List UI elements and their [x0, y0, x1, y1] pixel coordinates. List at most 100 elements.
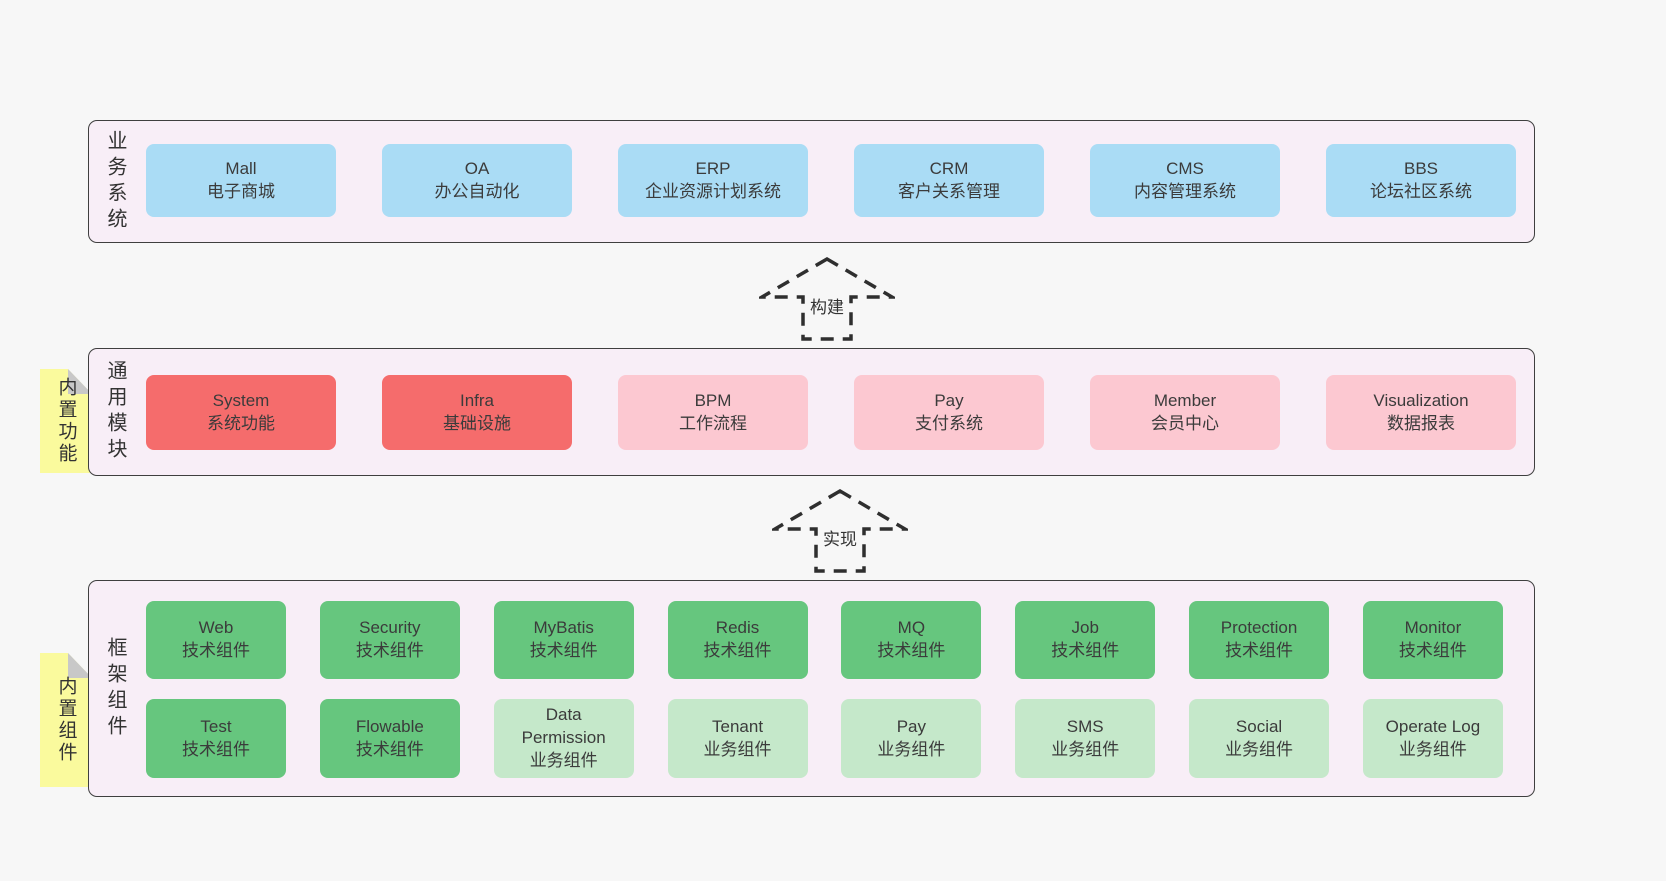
- box-title: Test: [200, 716, 232, 736]
- box-subtitle: 业务组件: [529, 750, 598, 770]
- box-title: Pay: [896, 716, 927, 736]
- box-pay-component: Pay 业务组件: [841, 699, 982, 778]
- box-redis: Redis 技术组件: [667, 601, 808, 679]
- box-title: CRM: [929, 158, 969, 178]
- box-subtitle: 企业资源计划系统: [645, 181, 781, 201]
- box-subtitle: 技术组件: [182, 641, 250, 660]
- box-title: Member: [1153, 390, 1217, 410]
- arrow-label-implement: 实现: [819, 524, 861, 551]
- box-subtitle: 业务组件: [1398, 739, 1467, 759]
- box-pay-system: Pay 支付系统: [854, 375, 1044, 450]
- box-title: Protection: [1220, 618, 1298, 638]
- box-title: Monitor: [1404, 618, 1462, 638]
- box-subtitle: 办公自动化: [434, 181, 520, 201]
- framework-row-2: Test 技术组件 Flowable 技术组件 Data Permission …: [146, 699, 1503, 778]
- box-erp: ERP 企业资源计划系统: [618, 144, 808, 217]
- arrow-label-build: 构建: [806, 292, 848, 319]
- box-subtitle: 基础设施: [443, 413, 511, 433]
- box-subtitle: 会员中心: [1151, 413, 1219, 433]
- box-subtitle: 技术组件: [1225, 641, 1294, 660]
- framework-row-1: Web 技术组件 Security 技术组件 MyBatis 技术组件 Redi…: [146, 601, 1503, 679]
- box-subtitle: 数据报表: [1387, 413, 1455, 433]
- box-subtitle: 业务组件: [703, 739, 772, 759]
- box-title: Infra: [459, 390, 495, 410]
- box-data-permission: Data Permission 业务组件: [493, 699, 634, 778]
- panel-framework-components: 框架组件 Web 技术组件 Security 技术组件 MyBatis 技术组件…: [88, 580, 1535, 797]
- box-title: ERP: [695, 158, 731, 178]
- box-web: Web 技术组件: [146, 601, 286, 679]
- panel-business-systems: 业务系统 Mall 电子商城 OA 办公自动化 ERP 企业资源计划系统 CRM…: [88, 120, 1535, 243]
- box-title: Security: [359, 618, 421, 638]
- box-subtitle: 技术组件: [877, 641, 946, 660]
- box-subtitle: 系统功能: [207, 413, 275, 433]
- box-title: OA: [464, 158, 490, 178]
- box-test: Test 技术组件: [146, 699, 286, 778]
- box-mall: Mall 电子商城: [146, 144, 336, 217]
- box-member: Member 会员中心: [1090, 375, 1280, 450]
- box-job: Job 技术组件: [1015, 601, 1156, 679]
- build-arrow: 构建: [759, 256, 895, 342]
- box-title: Tenant: [712, 716, 764, 736]
- box-operate-log: Operate Log 业务组件: [1362, 699, 1503, 778]
- box-protection: Protection 技术组件: [1189, 601, 1330, 679]
- box-bbs: BBS 论坛社区系统: [1326, 144, 1516, 217]
- dashed-up-arrow-icon: [772, 488, 908, 573]
- box-oa: OA 办公自动化: [382, 144, 572, 217]
- box-flowable: Flowable 技术组件: [319, 699, 460, 778]
- panel-label-business: 业务系统: [104, 129, 126, 234]
- box-crm: CRM 客户关系管理: [854, 144, 1044, 217]
- box-cms: CMS 内容管理系统: [1090, 144, 1280, 217]
- box-monitor: Monitor 技术组件: [1362, 601, 1503, 679]
- box-security: Security 技术组件: [319, 601, 460, 679]
- tag-label: 内置组件: [55, 676, 77, 764]
- box-subtitle: 工作流程: [679, 413, 747, 433]
- box-title: CMS: [1166, 158, 1204, 178]
- box-subtitle: 支付系统: [915, 413, 983, 433]
- box-system: System 系统功能: [146, 375, 336, 450]
- box-subtitle: 技术组件: [703, 641, 772, 660]
- tag-label: 内置功能: [55, 377, 77, 465]
- panel-common-modules: 通用模块 System 系统功能 Infra 基础设施 BPM 工作流程 Pay…: [88, 348, 1535, 476]
- box-title: Mall: [225, 158, 257, 178]
- box-title: Pay: [934, 390, 964, 410]
- box-subtitle: 技术组件: [1051, 641, 1120, 660]
- business-boxes-row: Mall 电子商城 OA 办公自动化 ERP 企业资源计划系统 CRM 客户关系…: [146, 144, 1516, 217]
- box-title: MQ: [897, 618, 926, 638]
- box-title: Redis: [715, 618, 760, 638]
- box-subtitle: 业务组件: [1051, 739, 1120, 759]
- dashed-up-arrow-icon: [759, 256, 895, 341]
- box-mybatis: MyBatis 技术组件: [493, 601, 634, 679]
- modules-boxes-row: System 系统功能 Infra 基础设施 BPM 工作流程 Pay 支付系统…: [146, 375, 1516, 450]
- box-title: Data Permission: [521, 705, 606, 748]
- box-title: Flowable: [355, 716, 424, 736]
- box-subtitle: 技术组件: [529, 641, 598, 660]
- box-subtitle: 技术组件: [355, 641, 424, 660]
- box-title: MyBatis: [533, 618, 594, 638]
- panel-label-framework: 框架组件: [104, 636, 126, 741]
- box-bpm: BPM 工作流程: [618, 375, 808, 450]
- box-tenant: Tenant 业务组件: [667, 699, 808, 778]
- box-subtitle: 客户关系管理: [898, 181, 1000, 201]
- box-subtitle: 业务组件: [1225, 739, 1294, 759]
- box-subtitle: 内容管理系统: [1134, 181, 1236, 201]
- box-title: Web: [198, 618, 234, 638]
- box-subtitle: 电子商城: [207, 181, 275, 201]
- box-subtitle: 技术组件: [182, 739, 250, 759]
- box-subtitle: 论坛社区系统: [1370, 181, 1472, 201]
- box-mq: MQ 技术组件: [841, 601, 982, 679]
- panel-label-modules: 通用模块: [104, 360, 126, 464]
- box-subtitle: 业务组件: [877, 739, 946, 759]
- box-title: Operate Log: [1385, 716, 1481, 736]
- box-social: Social 业务组件: [1189, 699, 1330, 778]
- box-title: Social: [1235, 716, 1283, 736]
- sticky-tag-built-in-components: 内置组件: [40, 653, 92, 787]
- box-title: Job: [1071, 618, 1099, 638]
- box-sms: SMS 业务组件: [1015, 699, 1156, 778]
- box-title: BPM: [694, 390, 732, 410]
- box-subtitle: 技术组件: [1398, 641, 1467, 660]
- box-subtitle: 技术组件: [355, 739, 424, 759]
- box-visualization: Visualization 数据报表: [1326, 375, 1516, 450]
- box-title: BBS: [1403, 158, 1439, 178]
- folded-corner-icon: [68, 369, 92, 394]
